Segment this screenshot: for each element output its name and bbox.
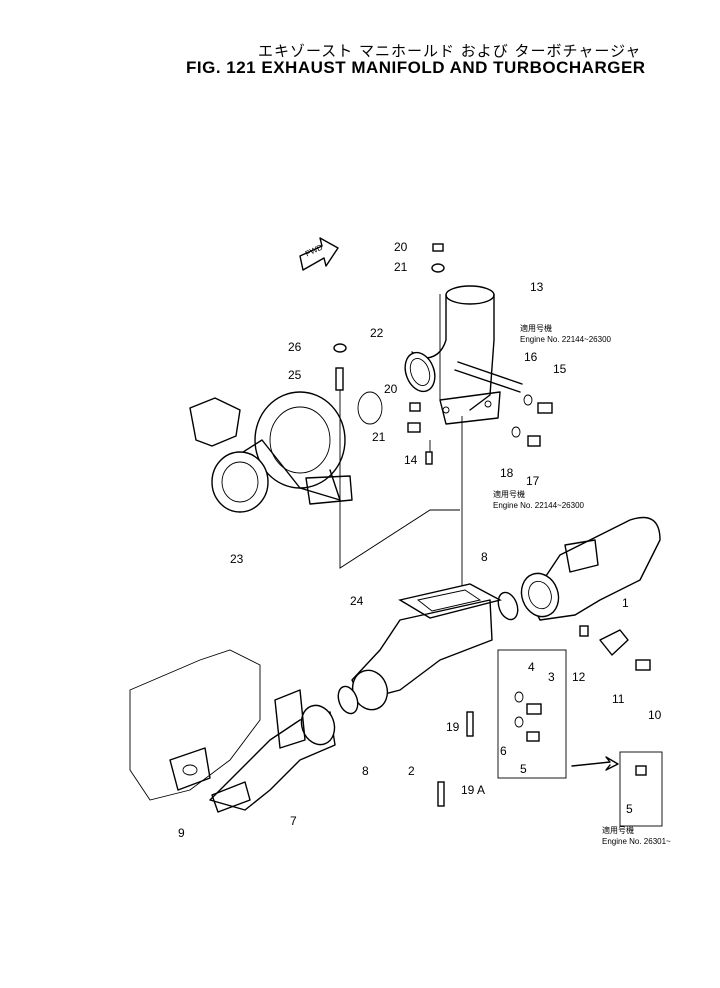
part-label-20: 20: [394, 240, 408, 254]
exhaust-elbow-drawing: [404, 285, 523, 425]
part-label-19a: 19 A: [461, 783, 486, 797]
part-label-23: 23: [230, 552, 244, 566]
part-label-8b: 8: [362, 764, 369, 778]
serial-note-3-jp: 適用号機: [602, 826, 634, 835]
figure-title-japanese: エキゾースト マニホールド および ターボチャージャ: [258, 42, 642, 60]
fasteners-drawing: [333, 243, 651, 807]
part-label-10: 10: [648, 708, 662, 722]
part-label-2: 2: [408, 764, 415, 778]
part-label-26: 26: [288, 340, 302, 354]
part-label-20b: 20: [384, 382, 398, 396]
part-label-11: 11: [612, 692, 625, 706]
reference-lines: [339, 294, 463, 600]
serial-note-2: Engine No. 22144~26300: [493, 501, 584, 510]
detail-arrow-icon: [571, 756, 619, 771]
exhaust-manifold-front-drawing: [497, 516, 661, 621]
part-label-9: 9: [178, 826, 185, 840]
part-label-22: 22: [370, 326, 384, 340]
part-label-15: 15: [553, 362, 567, 376]
detail-inset-box: [497, 649, 567, 779]
serial-note-1-jp: 適用号機: [520, 324, 552, 333]
part-label-21b: 21: [372, 430, 386, 444]
part-label-18: 18: [500, 466, 514, 480]
turbocharger-drawing: [189, 391, 353, 513]
part-label-19: 19: [446, 720, 460, 734]
part-label-14: 14: [404, 453, 418, 467]
part-label-5: 5: [520, 762, 527, 776]
exhaust-manifold-rear-drawing: [209, 689, 336, 813]
part-label-16: 16: [524, 350, 538, 364]
part-label-1: 1: [622, 596, 629, 610]
part-label-21: 21: [394, 260, 408, 274]
part-label-8a: 8: [481, 550, 488, 564]
part-label-4: 4: [528, 660, 535, 674]
serial-note-2-jp: 適用号機: [493, 490, 525, 499]
part-label-5b: 5: [626, 802, 633, 816]
part-label-6: 6: [500, 744, 507, 758]
part-label-17: 17: [526, 474, 540, 488]
part-label-7: 7: [290, 814, 297, 828]
part-label-25: 25: [288, 368, 302, 382]
serial-note-3: Engine No. 26301~: [602, 837, 671, 846]
part-label-3: 3: [548, 670, 555, 684]
part-label-12: 12: [572, 670, 586, 684]
exhaust-manifold-center-drawing: [337, 583, 502, 715]
fwd-arrow-icon: [299, 237, 339, 271]
part-label-24: 24: [350, 594, 364, 608]
engine-block-drawing: [129, 649, 261, 801]
serial-note-1: Engine No. 22144~26300: [520, 335, 611, 344]
figure-title: FIG. 121 EXHAUST MANIFOLD AND TURBOCHARG…: [186, 58, 646, 77]
detail-inset-box-engine-26301: [619, 751, 663, 827]
part-label-13: 13: [530, 280, 544, 294]
